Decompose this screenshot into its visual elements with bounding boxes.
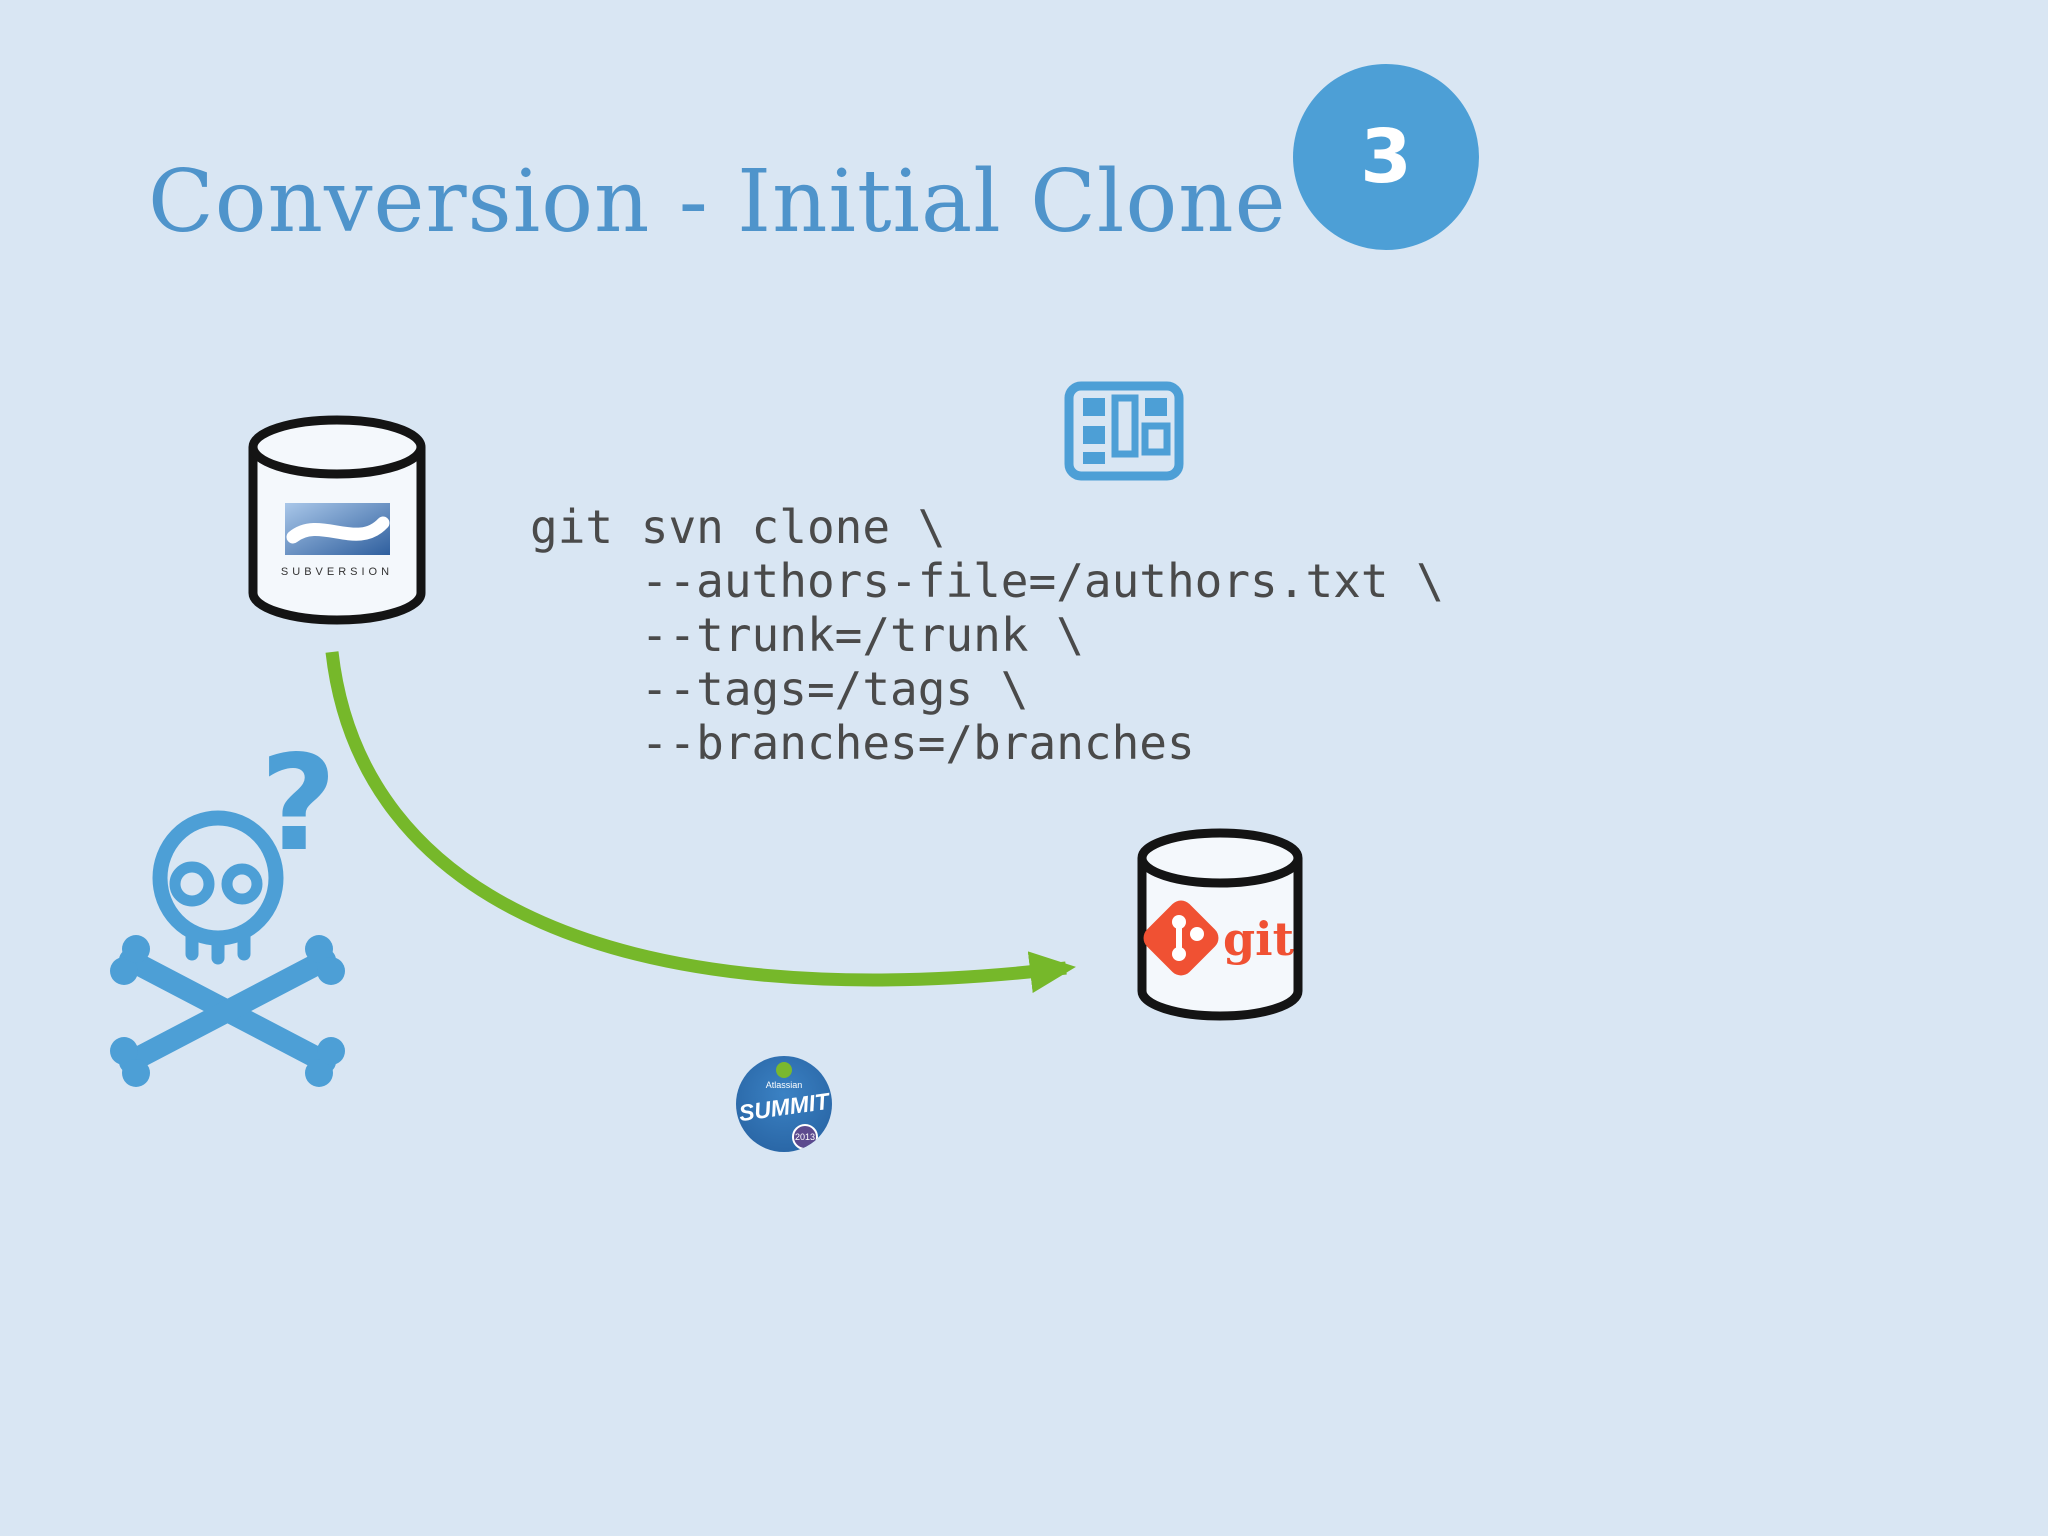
slide-title: Conversion - Initial Clone: [148, 152, 1287, 252]
git-logo-diamond: [1143, 900, 1219, 976]
skull-crossbones-icon: [110, 810, 345, 1087]
summit-event: SUMMIT: [737, 1087, 831, 1127]
summit-leaf-icon: [776, 1062, 792, 1078]
question-mark: ?: [260, 727, 337, 881]
code-block: git svn clone \ --authors-file=/authors.…: [530, 500, 1444, 770]
trello-board-icon: [1064, 381, 1184, 481]
summit-year: 2013: [792, 1124, 818, 1150]
subversion-label: SUBVERSION: [281, 566, 393, 578]
summit-logo: Atlassian SUMMIT 2013: [736, 1056, 832, 1152]
slide-number-badge: 3: [1293, 64, 1479, 250]
svn-database-icon: SUBVERSION: [248, 415, 426, 625]
summit-brand: Atlassian: [765, 1080, 803, 1090]
slide-number: 3: [1360, 114, 1412, 200]
git-database-icon: git: [1137, 828, 1303, 1021]
git-label: git: [1223, 912, 1295, 966]
